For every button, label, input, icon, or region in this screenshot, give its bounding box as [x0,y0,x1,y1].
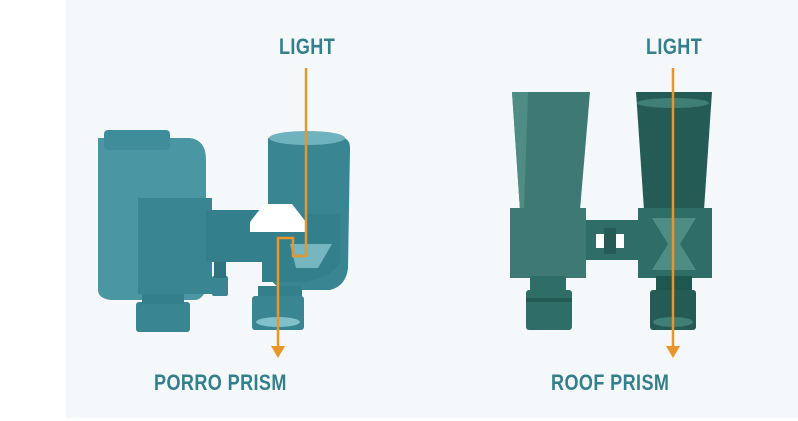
roof-left-eyepiece-ring [530,276,566,292]
roof-light-label: LIGHT [646,34,703,59]
porro-focus-knob [212,276,228,296]
porro-right-eyepiece-ring [258,286,302,298]
porro-prism-title: PORRO PRISM [154,370,287,395]
porro-light-path [276,68,308,346]
roof-left-eyepiece-bands [526,298,572,302]
porro-left-eyepiece [136,302,190,332]
roof-bridge-center [604,228,616,254]
roof-binoculars [510,68,712,358]
roof-prism-title: ROOF PRISM [551,370,670,395]
porro-left-barrel-top [104,130,170,150]
roof-bridge-window-left [596,234,606,248]
porro-left-eyepiece-ring [142,294,184,304]
porro-upper-prism [250,204,306,232]
roof-left-objective-highlight [512,92,528,210]
roof-left-body [510,208,586,278]
roof-left-objective [512,92,590,210]
porro-light-arrowhead [271,346,285,358]
roof-light-arrowhead [666,346,680,358]
roof-bridge-window-right [614,234,624,248]
porro-hinge [214,262,226,278]
porro-lower-prism [290,244,332,268]
porro-binoculars [98,68,350,358]
porro-light-label: LIGHT [279,34,336,59]
roof-left-eyepiece [526,290,572,330]
porro-left-prism-housing [138,198,212,294]
